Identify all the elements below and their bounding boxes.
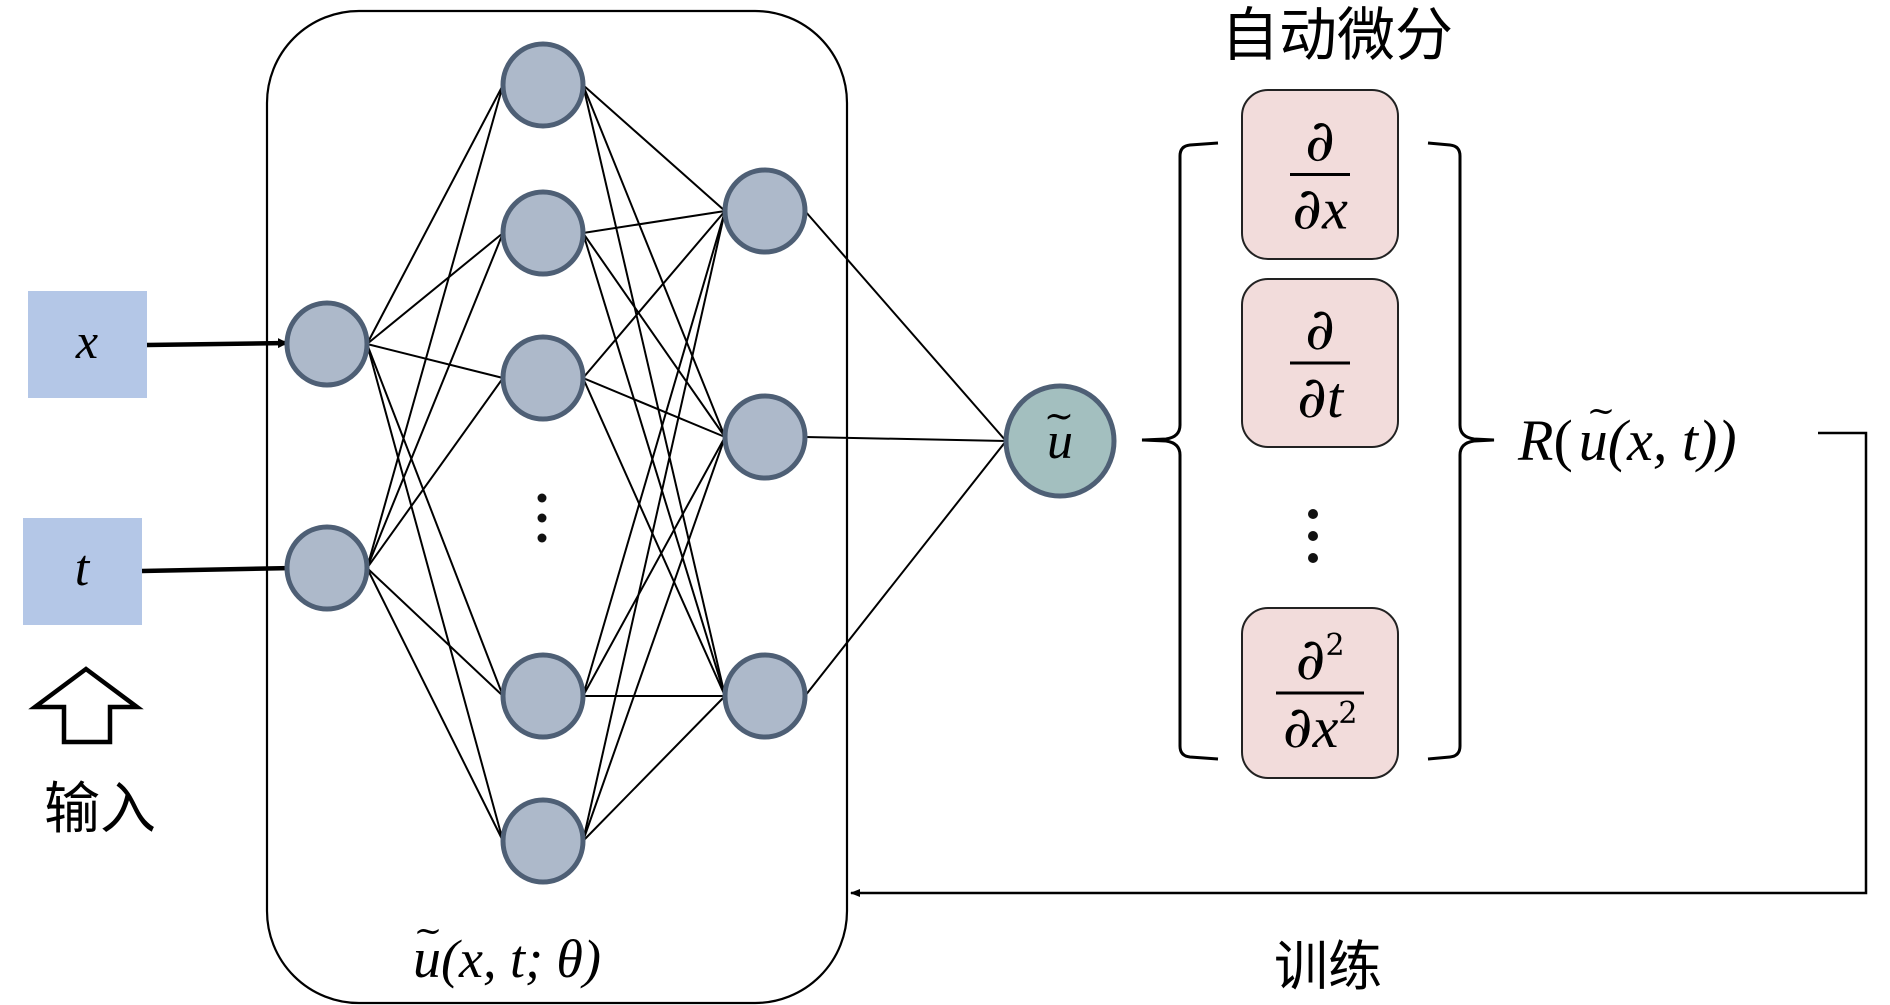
input-box-t [23,518,142,625]
connection-edge [582,210,726,697]
connection-edge [582,436,726,842]
derivative-numerator: ∂ [1305,107,1335,175]
input-layer-node [284,300,370,388]
connection-edge [804,440,1007,697]
output-node-circle [1003,383,1117,499]
tilde-icon: ~ [1587,391,1616,431]
connection-edge [582,232,726,438]
arrow-x-to-node [146,338,288,349]
network-label-args: (x, t; θ) [441,929,601,989]
hidden-layer-1-node [500,41,586,129]
derivative-denominator: ∂x [1292,175,1348,243]
svg-text:u(x, t; θ): u(x, t; θ) [413,928,601,990]
derivative-numerator: ∂ [1305,295,1335,363]
feedback-arrow [850,431,1868,897]
autodiff-title: 自动微分 [1221,1,1453,69]
output-node: u ~ [1003,383,1117,499]
ellipsis-dot [537,493,547,503]
nodes [284,41,808,885]
derivative-box: ∂2∂x2 [1241,607,1399,779]
connection-edge [582,377,726,438]
connection-edge [582,210,726,234]
connection-edge [582,377,726,697]
connection-edge [366,232,504,345]
connection-edge [582,210,726,379]
ellipsis-dot [1308,509,1318,519]
input-box-x [28,291,147,398]
train-label: 训练 [1274,935,1382,998]
derivative-box: ∂∂x [1241,89,1399,260]
ellipsis-dot [1308,531,1318,541]
connection-edge [582,84,726,438]
input-label-t: t [75,540,91,597]
ellipsis-dot [1308,553,1318,563]
derivative-denominator: ∂x2 [1283,693,1358,761]
ellipsis-dot [537,533,547,543]
connection-edge [804,436,1007,442]
hidden-layer-1-node [500,189,586,277]
connection-edge [366,232,504,569]
network-container [265,9,849,1005]
tilde-icon: ~ [1044,396,1074,437]
hidden-layer-2-node [722,393,808,481]
connection-edge [366,377,504,569]
derivative-denominator: ∂t [1297,363,1345,431]
input-label: 输入 [44,777,156,842]
svg-text:R(u(x, t)): R(u(x, t)) [1517,408,1737,473]
connection-edge [366,343,504,697]
hidden-layer-1-node [500,334,586,422]
residual-label: R(u(x, t)) ~ [1517,391,1737,473]
connection-edge [366,567,504,697]
arrow-t-to-node [141,563,295,574]
connection-edge [366,84,504,345]
derivative-boxes: ∂∂x∂∂t∂2∂x2 [1241,89,1399,779]
input-layer-node [284,524,370,612]
derivative-box: ∂∂t [1241,278,1399,448]
residual-u: u [1579,408,1608,473]
output-node-label: u [1047,413,1073,470]
connection-edge [366,84,504,569]
ellipsis-dot [537,513,547,523]
hidden-layer-2-node [722,167,808,255]
connection-edge [582,695,726,842]
residual-args: (x, t)) [1608,408,1737,473]
hidden-layer-1-node [500,652,586,740]
derivative-numerator: ∂2 [1295,625,1344,693]
hidden-layer-ellipsis [537,493,547,543]
connection-edge [582,210,726,842]
tilde-icon: ~ [414,911,443,951]
network-label: u(x, t; θ) ~ [413,911,601,990]
network-label-u: u [413,928,441,990]
connections [366,84,1007,842]
connection-edge [582,436,726,697]
connection-edge [366,343,504,842]
connection-edge [366,567,504,842]
connection-edge [366,343,504,379]
connection-edge [582,84,726,212]
connection-edge [582,84,726,697]
derivative-ellipsis [1308,509,1318,563]
up-arrow-icon [28,666,144,745]
left-bracket [1141,141,1219,761]
input-label-x: x [75,313,98,369]
right-bracket [1427,141,1495,761]
residual-open-paren: ( [1553,408,1572,473]
connection-edge [582,232,726,697]
hidden-layer-1-node [500,797,586,885]
input-x: x [28,291,147,398]
residual-R: R [1517,408,1553,473]
input-t: t [23,518,142,625]
hidden-layer-2-node [722,652,808,740]
connection-edge [804,210,1007,442]
